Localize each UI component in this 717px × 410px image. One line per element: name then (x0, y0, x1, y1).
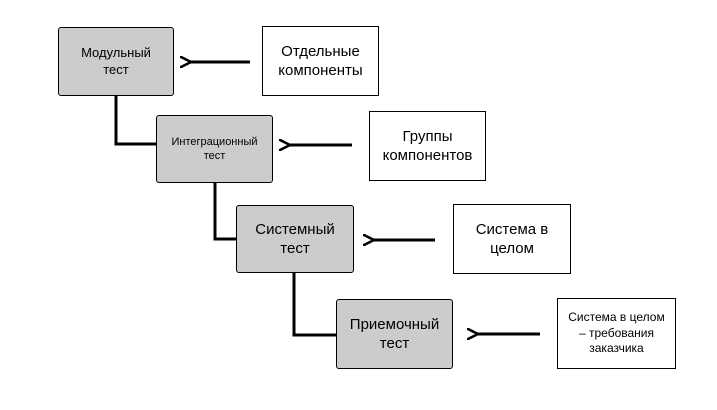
stage-integration-test: Интеграционный тест (156, 115, 273, 183)
stage-acceptance-test-label: Приемочный тест (349, 315, 440, 353)
connector-system-to-acceptance (292, 273, 337, 337)
source-component-groups-label: Группы компонентов (382, 127, 473, 165)
stage-unit-test-label: Модульный тест (81, 44, 151, 77)
source-system-as-whole: Система в целом (453, 204, 571, 274)
stage-acceptance-test: Приемочный тест (336, 299, 453, 369)
stage-unit-test: Модульный тест (58, 27, 174, 96)
stage-integration-test-label: Интеграционный тест (171, 135, 258, 162)
source-customer-requirements: Система в целом – требования заказчика (557, 298, 676, 369)
source-system-as-whole-label: Система в целом (475, 220, 549, 258)
source-component-groups: Группы компонентов (369, 111, 486, 181)
source-customer-requirements-label: Система в целом – требования заказчика (568, 310, 665, 356)
source-individual-components: Отдельные компоненты (262, 26, 379, 96)
stage-system-test: Системный тест (236, 205, 354, 273)
stage-system-test-label: Системный тест (255, 220, 335, 258)
connector-unit-to-integration (114, 96, 157, 146)
source-individual-components-label: Отдельные компоненты (278, 42, 363, 80)
connector-integration-to-system (213, 183, 237, 241)
